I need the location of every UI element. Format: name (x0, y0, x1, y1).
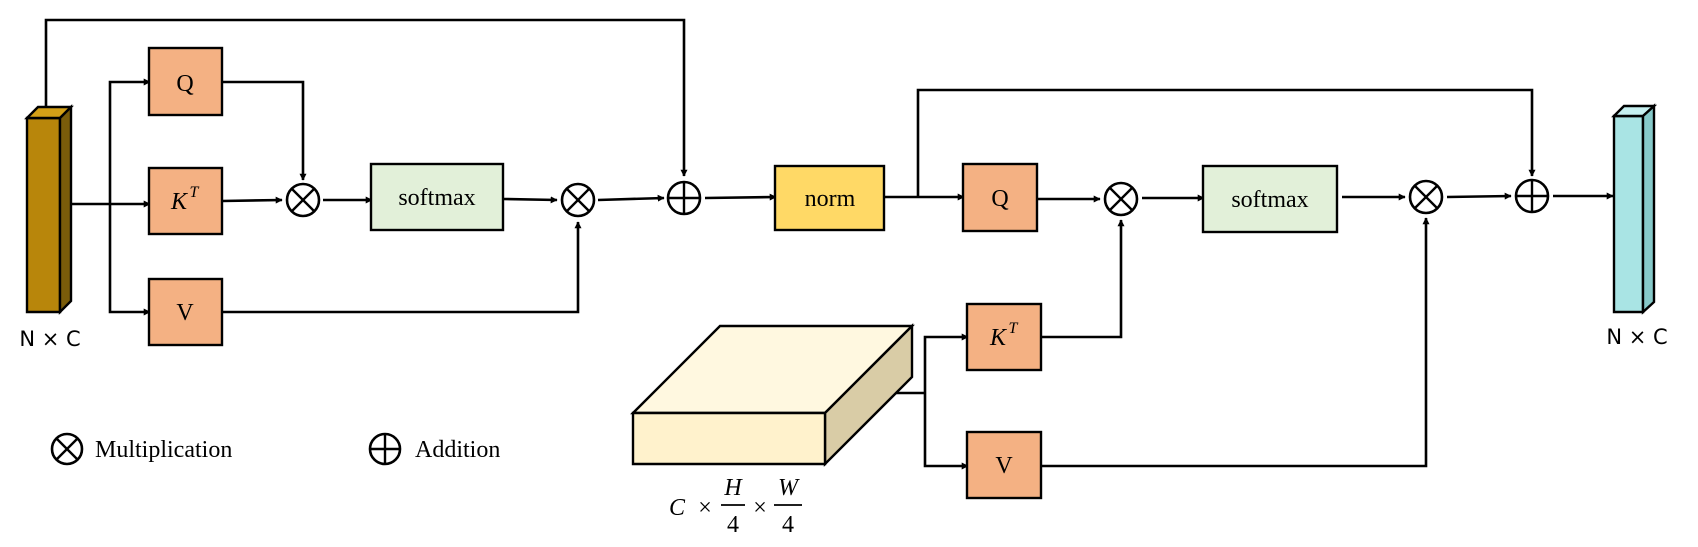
connections (44, 18, 1614, 470)
input-token-bar: N × C (19, 104, 81, 351)
multiply-op-1-stroke-b (291, 188, 315, 212)
multiply-op-1 (285, 182, 321, 218)
legend-multiplication-label: Multiplication (95, 437, 232, 463)
wire-feature-to-k2 (923, 333, 969, 393)
k-block-2: K T (965, 302, 1043, 372)
k-box-2 (965, 302, 1043, 372)
circle-times-icon (50, 432, 84, 466)
dim-h-numerator: H (723, 475, 743, 501)
wire-v2-to-mult4 (1041, 217, 1430, 468)
add-op-1 (666, 180, 702, 216)
dim-w-numerator: W (778, 475, 800, 501)
wire-feature-to-v2 (923, 393, 969, 470)
output-bar-side (1641, 103, 1656, 315)
multiply-op-3 (1103, 181, 1139, 217)
softmax-box-1 (369, 162, 505, 232)
output-dims-label: N × C (1606, 325, 1667, 349)
wire-q1-to-mult1 (222, 80, 307, 181)
wire-add1-to-norm (704, 193, 777, 201)
multiply-op-4 (1408, 179, 1444, 215)
output-token-bar: N × C (1606, 103, 1668, 349)
multiply-op-3-stroke-b (1109, 187, 1133, 211)
v-label-1: V (176, 300, 194, 326)
dim-times-1: × (698, 495, 712, 521)
input-bar-side (58, 104, 73, 315)
circle-plus-icon (368, 432, 402, 466)
norm-box (773, 164, 886, 232)
wire-residual-2 (916, 88, 1536, 197)
legend-multiplication: Multiplication (50, 432, 232, 466)
k-box-1 (147, 166, 224, 236)
softmax-label-1: softmax (398, 185, 475, 211)
softmax-box-2 (1201, 164, 1339, 234)
norm-label: norm (805, 186, 856, 212)
q-label-1: Q (176, 71, 193, 97)
wire-k2-to-mult3 (1041, 219, 1125, 339)
wire-residual-1 (44, 18, 688, 177)
input-dims-label: N × C (19, 327, 80, 351)
legend: Multiplication Addition (50, 432, 500, 466)
wire-input-to-v (108, 204, 151, 316)
k-sup-2: T (1009, 320, 1019, 337)
q-box-1 (147, 46, 224, 117)
v-block-1: V (147, 277, 224, 347)
wire-input-to-q (108, 78, 151, 204)
dim-times-2: × (753, 495, 767, 521)
legend-addition: Addition (368, 432, 500, 466)
wire-v1-to-mult2 (222, 221, 582, 314)
multiply-op-4-stroke-b (1414, 185, 1438, 209)
feature-map-front (631, 411, 827, 466)
q-label-2: Q (991, 186, 1008, 212)
multiply-op-2-stroke-b (566, 188, 590, 212)
wire-mult2-to-add1 (597, 194, 665, 202)
v-box-1 (147, 277, 224, 347)
softmax-block-1: softmax (369, 162, 505, 232)
wire-mult4-to-add2 (1446, 192, 1512, 200)
wire-softmax1-to-mult2 (502, 196, 558, 204)
k-block-1: K T (147, 166, 224, 236)
v-block-2: V (965, 430, 1043, 500)
v-box-2 (965, 430, 1043, 500)
wire-k1-to-mult1 (221, 196, 283, 204)
feature-map-block: C × H 4 × W 4 (630, 323, 915, 538)
dim-h-denominator: 4 (727, 512, 739, 538)
legend-addition-label: Addition (415, 437, 500, 463)
feature-map-dims-label: C × H 4 × W 4 (669, 475, 802, 538)
input-bar-front (25, 116, 62, 314)
k-label-1: K (170, 189, 189, 215)
softmax-label-2: softmax (1231, 187, 1308, 213)
norm-block: norm (773, 164, 886, 232)
dim-c: C (669, 495, 686, 521)
k-label-2: K (989, 325, 1008, 351)
add-op-2 (1514, 178, 1550, 214)
dim-w-denominator: 4 (782, 512, 794, 538)
multiply-op-2 (560, 182, 596, 218)
v-label-2: V (995, 453, 1013, 479)
output-bar-front (1612, 114, 1645, 314)
k-sup-1: T (190, 184, 200, 201)
q-block-2: Q (961, 162, 1039, 233)
softmax-block-2: softmax (1201, 164, 1339, 234)
q-box-2 (961, 162, 1039, 233)
q-block-1: Q (147, 46, 224, 117)
